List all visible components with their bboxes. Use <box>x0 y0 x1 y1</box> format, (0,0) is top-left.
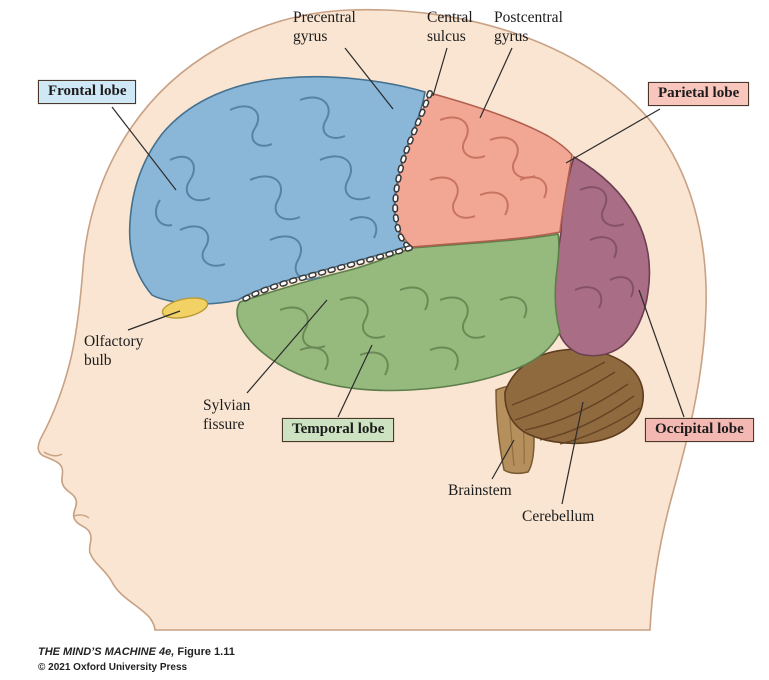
label-cerebellum: Cerebellum <box>522 508 595 525</box>
temporal-lobe-region <box>236 233 561 392</box>
sylvian-fissure-dotted-line <box>237 245 413 305</box>
label-line: Central <box>427 9 473 26</box>
label-line: bulb <box>84 352 112 369</box>
leader-cerebellum <box>561 401 584 505</box>
occipital-lobe-region <box>553 155 651 357</box>
leader-frontal-lobe <box>111 106 177 191</box>
label-olfactory-bulb: Olfactory bulb <box>84 332 143 370</box>
occipital-gyri-texture <box>574 186 634 309</box>
label-parietal-lobe-box: Parietal lobe <box>648 82 750 106</box>
label-line: Sylvian <box>203 397 251 414</box>
label-frontal-lobe-box: Frontal lobe <box>38 80 137 104</box>
frontal-gyri-texture <box>154 96 378 281</box>
label-sylvian-fissure: Sylvian fissure <box>203 396 250 434</box>
parietal-gyri-texture <box>429 116 548 219</box>
leader-olfactory-bulb <box>127 310 181 331</box>
cerebellum-striations <box>511 361 641 445</box>
label-central-sulcus: Central sulcus <box>427 8 473 46</box>
label-line: gyrus <box>293 28 328 45</box>
figure-number: Figure 1.11 <box>174 646 235 658</box>
leader-sylvian-fissure <box>246 299 328 394</box>
central-sulcus-dotted-line <box>392 90 433 251</box>
lip-line <box>73 514 90 519</box>
leader-postcentral-gyrus <box>479 47 513 119</box>
label-postcentral-gyrus: Postcentral gyrus <box>494 8 563 46</box>
leader-occipital-lobe <box>638 289 685 418</box>
label-occipital-lobe-box: Occipital lobe <box>645 418 754 442</box>
label-brainstem: Brainstem <box>448 482 512 499</box>
figure-credits: THE MIND’S MACHINE 4e, Figure 1.11 © 202… <box>38 645 235 675</box>
leader-parietal-lobe <box>565 108 661 164</box>
cerebellum-region <box>504 348 644 445</box>
label-temporal-lobe-box: Temporal lobe <box>282 418 395 442</box>
copyright-line: © 2021 Oxford University Press <box>38 662 188 673</box>
label-line: gyrus <box>494 28 529 45</box>
leader-lines <box>111 47 685 505</box>
nostril-line <box>43 451 63 457</box>
book-title: THE MIND’S MACHINE 4e, <box>38 646 175 658</box>
label-line: Postcentral <box>494 9 563 26</box>
label-line: sulcus <box>427 28 466 45</box>
leader-precentral-gyrus <box>344 47 394 110</box>
label-line: Precentral <box>293 9 356 26</box>
label-precentral-gyrus: Precentral gyrus <box>293 8 356 46</box>
label-line: fissure <box>203 416 245 433</box>
leader-central-sulcus <box>432 47 448 97</box>
label-line: Olfactory <box>84 333 144 350</box>
temporal-gyri-texture <box>279 286 528 376</box>
source-line: THE MIND’S MACHINE 4e, Figure 1.11 <box>38 645 235 660</box>
leader-temporal-lobe <box>337 344 373 418</box>
leader-brainstem <box>491 439 515 480</box>
